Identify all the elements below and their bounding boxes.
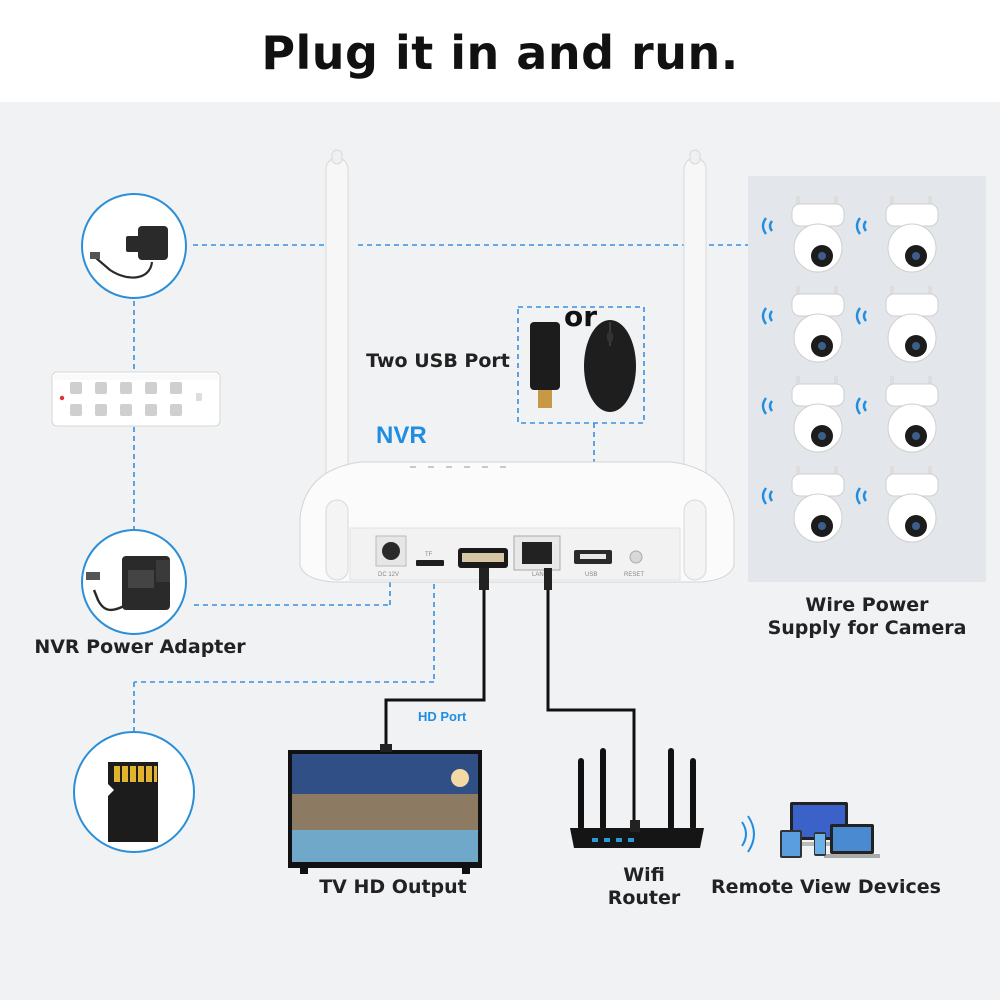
camera-icon bbox=[761, 466, 845, 543]
cables bbox=[384, 590, 636, 822]
port-label-dc: DC 12V bbox=[378, 572, 399, 578]
usb-dongle-icon bbox=[530, 322, 560, 408]
nvr-label: NVR bbox=[376, 422, 427, 449]
nvr-power-adapter-icon bbox=[81, 529, 187, 635]
nvr-antenna-left bbox=[325, 149, 349, 539]
power-adapter-icon bbox=[81, 193, 187, 299]
port-label-usb: USB bbox=[585, 572, 597, 578]
port-label-lan: LAN bbox=[532, 572, 544, 578]
nvr-power-adapter-label: NVR Power Adapter bbox=[34, 636, 246, 658]
wifi-router-line2: Router bbox=[607, 887, 681, 909]
two-usb-port-label: Two USB Port bbox=[366, 350, 510, 372]
camera-icon bbox=[855, 286, 939, 363]
or-label: or bbox=[564, 300, 598, 333]
camera-icon bbox=[855, 466, 939, 543]
nvr-device: DC 12V TF LAN USB RESET bbox=[299, 461, 735, 590]
wifi-router-label: Wifi Router bbox=[596, 864, 692, 910]
wire-power-line2: Supply for Camera bbox=[767, 617, 967, 639]
camera-icon bbox=[761, 196, 845, 273]
sd-card-icon bbox=[73, 731, 195, 853]
nvr-antenna-right bbox=[683, 149, 707, 539]
camera-icon bbox=[761, 286, 845, 363]
port-label-tf: TF bbox=[425, 552, 433, 558]
camera-grid bbox=[761, 196, 939, 543]
hd-port-label: HD Port bbox=[418, 709, 467, 724]
tv-icon bbox=[288, 744, 482, 874]
port-label-reset: RESET bbox=[624, 572, 644, 578]
remote-view-devices-label: Remote View Devices bbox=[711, 876, 941, 898]
mouse-icon bbox=[584, 320, 636, 412]
wifi-router-line1: Wifi bbox=[623, 864, 665, 886]
power-strip-icon bbox=[51, 371, 221, 427]
remote-devices-icon bbox=[741, 802, 880, 858]
wire-power-label: Wire Power Supply for Camera bbox=[764, 594, 970, 640]
tv-hd-output-label: TV HD Output bbox=[319, 876, 467, 898]
camera-icon bbox=[855, 376, 939, 453]
camera-icon bbox=[761, 376, 845, 453]
wire-power-line1: Wire Power bbox=[805, 594, 929, 616]
page-title: Plug it in and run. bbox=[261, 26, 739, 80]
cameras-panel bbox=[748, 176, 986, 582]
wifi-router-icon bbox=[570, 748, 704, 848]
camera-icon bbox=[855, 196, 939, 273]
